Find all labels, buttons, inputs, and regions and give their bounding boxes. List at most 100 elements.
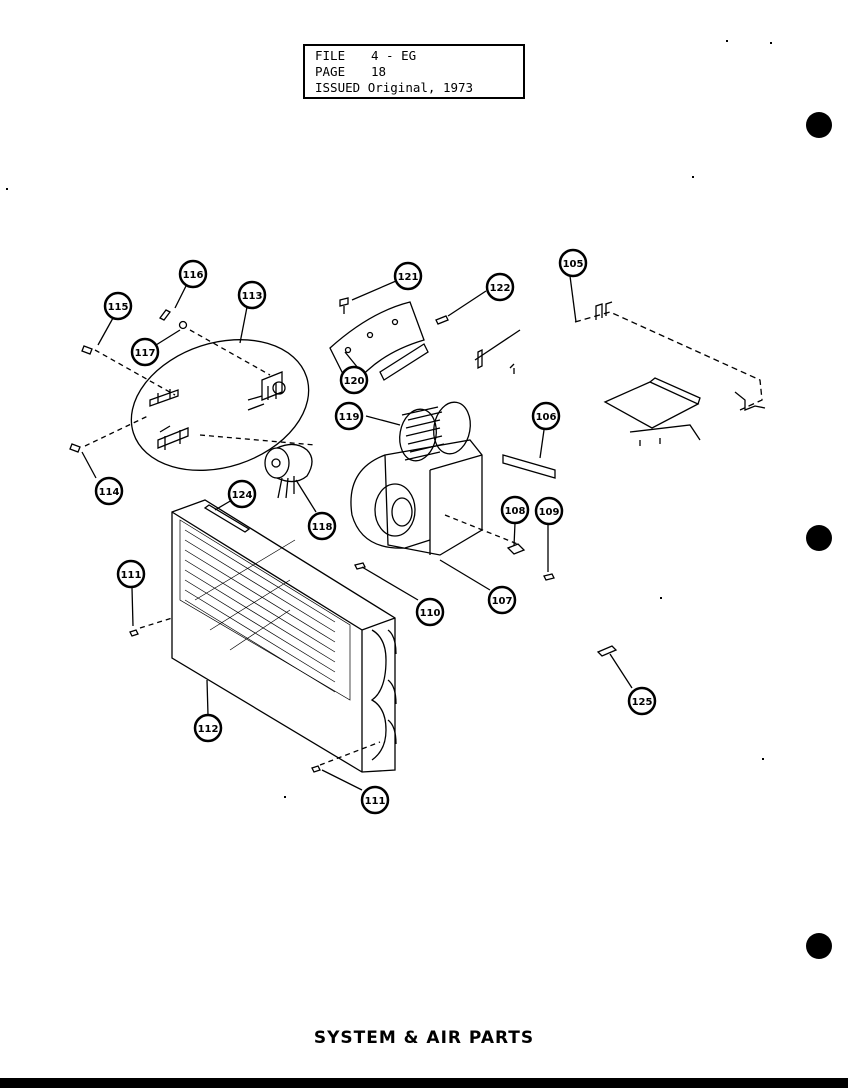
pin <box>477 348 483 370</box>
callout-113: 113 <box>237 280 267 310</box>
leader-124-callout <box>214 499 233 511</box>
screw-110 <box>354 562 366 570</box>
callout-112-label: 112 <box>198 724 219 735</box>
screw-111-bottom <box>311 765 321 773</box>
assembly-105-rail <box>629 424 701 446</box>
leader-motor <box>199 434 316 446</box>
leader-106-callout <box>539 429 545 459</box>
callout-120: 120 <box>339 365 369 395</box>
screw-115 <box>81 345 93 355</box>
cover-lip <box>379 343 429 381</box>
assembly-105-corner <box>734 391 766 411</box>
assembly-105-outline <box>574 311 763 411</box>
callout-109: 109 <box>534 496 564 526</box>
callout-114: 114 <box>94 476 124 506</box>
callout-109-label: 109 <box>539 507 560 518</box>
leader-114-callout <box>81 451 97 479</box>
mount-bracket-lower <box>157 425 189 450</box>
speck <box>692 176 694 178</box>
clip-108 <box>506 543 526 555</box>
binder-hole-bottom <box>806 933 832 959</box>
callout-119-label: 119 <box>339 412 360 423</box>
callout-105: 105 <box>558 248 588 278</box>
motor-face <box>264 447 290 479</box>
coil-edges <box>171 511 396 772</box>
leader-112-callout <box>206 679 209 716</box>
leader-111b-callout <box>321 769 363 791</box>
callout-107: 107 <box>487 585 517 615</box>
leader-119-callout <box>365 415 401 426</box>
callout-108: 108 <box>500 495 530 525</box>
bracket-106 <box>502 454 556 479</box>
callout-111-left: 111 <box>116 559 146 589</box>
speck <box>284 796 286 798</box>
speck <box>726 40 728 42</box>
cover-hole <box>366 331 374 339</box>
page-value: 18 <box>371 64 387 79</box>
file-key: FILE <box>315 48 346 63</box>
leader-115 <box>94 349 176 396</box>
assembly-105-mark <box>509 363 515 374</box>
page-key: PAGE <box>315 64 346 79</box>
callout-119: 119 <box>334 401 364 431</box>
page-row: PAGE 18 <box>315 64 523 80</box>
coil-fins-area <box>179 519 351 701</box>
screw-116 <box>159 309 171 321</box>
callout-110-label: 110 <box>420 608 441 619</box>
washer-117 <box>178 320 188 330</box>
leader-105-callout <box>569 275 577 323</box>
screw-114 <box>69 443 81 453</box>
mount-bracket-upper <box>149 389 179 407</box>
callout-118: 118 <box>307 511 337 541</box>
callout-122-label: 122 <box>490 283 511 294</box>
issued-key: ISSUED <box>315 80 361 95</box>
wheel-blades <box>405 411 445 453</box>
leader-125-callout <box>609 653 633 689</box>
leader-110-callout <box>361 566 419 601</box>
assembly-105-plate <box>603 381 700 429</box>
wheel-back <box>433 401 471 455</box>
assembly-105-flange <box>649 377 701 405</box>
housing-scroll <box>350 454 431 549</box>
leader-111-left-dash <box>139 617 173 629</box>
leader-120-callout <box>344 351 359 369</box>
cover-hole <box>344 346 352 354</box>
wheel-edges <box>401 406 441 461</box>
screw-111-left <box>129 629 139 637</box>
callout-110: 110 <box>415 597 445 627</box>
housing-inlet <box>374 483 416 537</box>
callout-118-label: 118 <box>312 522 333 533</box>
callout-117: 117 <box>130 337 160 367</box>
callout-125-label: 125 <box>632 697 653 708</box>
callout-111a-label: 111 <box>121 570 142 581</box>
callout-105-label: 105 <box>563 259 584 270</box>
callout-121: 121 <box>393 261 423 291</box>
leader-108-callout <box>513 522 516 547</box>
leader-115-callout <box>97 317 114 346</box>
housing-inlet-inner <box>391 497 413 527</box>
callout-124: 124 <box>227 479 257 509</box>
leader-107-callout <box>439 559 491 591</box>
leader-117-line <box>189 329 271 376</box>
cover-hole <box>391 318 399 326</box>
leader-111a-callout <box>131 587 134 627</box>
leader-114 <box>84 414 151 447</box>
callout-117-label: 117 <box>135 348 156 359</box>
callout-121-label: 121 <box>398 272 419 283</box>
issued-value: Original, 1973 <box>367 80 474 95</box>
binder-hole-middle <box>806 525 832 551</box>
callout-108-label: 108 <box>505 506 526 517</box>
screw-122 <box>435 315 449 325</box>
callout-114-label: 114 <box>99 487 120 498</box>
leader-116-callout <box>174 285 187 309</box>
assembly-105-tabs <box>595 301 613 320</box>
callout-116-label: 116 <box>183 270 204 281</box>
strip-124 <box>203 504 251 533</box>
callout-113-label: 113 <box>242 291 263 302</box>
leader-111-bottom-dash <box>319 741 381 766</box>
housing-edge <box>429 454 483 555</box>
speck <box>770 42 772 44</box>
